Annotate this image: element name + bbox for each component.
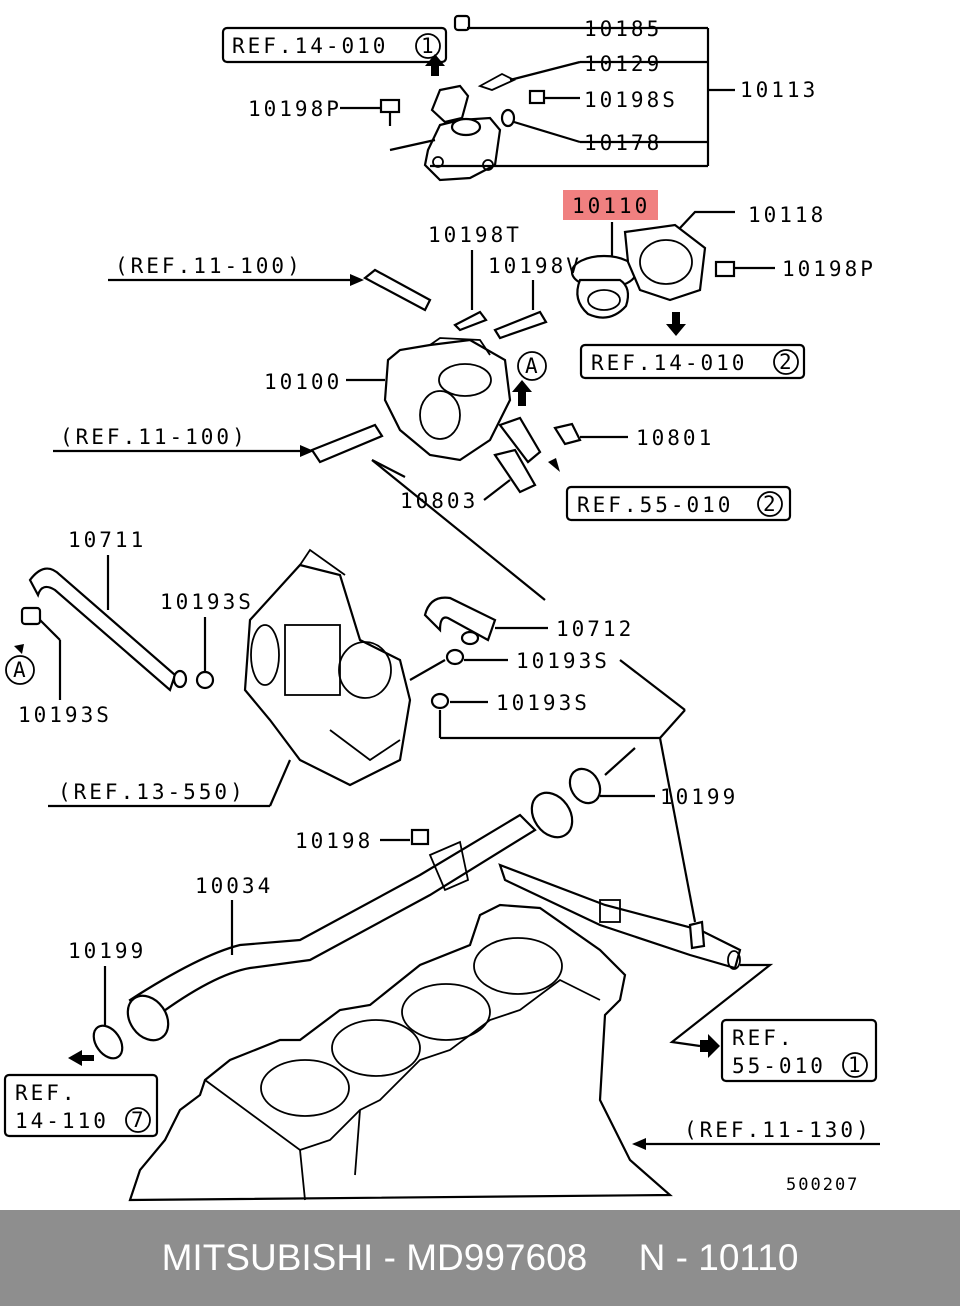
parts-diagram: REF.14-010 1 10185 10129 10198S 10178 10… [3,14,880,1202]
footer-bar: MITSUBISHI - MD997608 N - 10110 [0,1210,960,1306]
part-label-10193s-d: 10193S [496,691,590,715]
diagram-code: 500207 [786,1175,859,1195]
ref-11-100-a: (REF.11-100) [115,254,303,278]
arrow-down-icon [666,312,686,336]
part-label-10113: 10113 [740,78,818,102]
ref-box-55-010-2: REF.55-010 2 [565,485,792,522]
arrow-right-icon [300,445,314,457]
ref-11-100-b: (REF.11-100) [60,425,248,449]
ref-circle-num: 2 [763,492,779,516]
water-outlet-fitting-part [383,337,542,464]
arrow-down-right-icon [548,458,560,472]
part-label-10198: 10198 [295,829,373,853]
part-label-10110: 10110 [572,194,650,218]
water-pipe-part [126,791,742,1042]
ref-13-550: (REF.13-550) [58,780,246,804]
part-label-10198v: 10198V [488,254,582,278]
part-label-10129: 10129 [584,52,662,76]
footer-part-number: MD997608 [406,1237,588,1278]
ref-box-14-010-1: REF.14-010 1 [221,26,448,64]
part-label-10198s: 10198S [584,88,678,112]
ref-box-14-110-7: REF. 14-110 7 [3,1073,159,1138]
part-label-10199-b: 10199 [68,939,146,963]
ref-label: REF.14-010 [232,34,388,58]
arrow-right-icon [350,274,364,286]
thermostat-housing-part [423,14,502,182]
arrow-left-icon [632,1138,646,1150]
part-label-10198p-left: 10198P [248,97,342,121]
footer-ref: N - 10110 [638,1237,799,1278]
ref-line1: REF. [15,1081,78,1105]
throttle-body-part [243,548,412,787]
part-label-10193s-c: 10193S [516,649,610,673]
ref-box-14-010-2: REF.14-010 2 [579,343,806,380]
arrow-right-icon [700,1034,720,1058]
arrow-left-icon [68,1050,94,1066]
ref-circle-num: 1 [421,34,437,58]
ref-line1: REF. [732,1026,795,1050]
part-label-10198p-right: 10198P [782,257,876,281]
part-label-10801: 10801 [636,426,714,450]
part-label-10198t: 10198T [428,223,522,247]
part-label-10712: 10712 [556,617,634,641]
part-label-10178: 10178 [584,131,662,155]
cylinder-head-part [128,903,673,1202]
part-label-10193s-a: 10193S [18,703,112,727]
ref-label: REF.14-010 [591,351,747,375]
part-label-10711: 10711 [68,528,146,552]
part-label-10193s-b: 10193S [160,590,254,614]
highlight-10110 [563,190,658,220]
ref-circle-num: 7 [131,1108,147,1132]
part-label-10199-a: 10199 [660,785,738,809]
footer-brand: MITSUBISHI [161,1237,374,1278]
marker-a-left: A [13,658,29,682]
arrow-up-icon [425,54,445,76]
footer-gap [587,1237,638,1279]
gasket-case-part [623,223,707,302]
ref-line2: 55-010 [732,1054,826,1078]
thermostat-part [570,254,638,319]
part-label-10034: 10034 [195,874,273,898]
ref-circle-num: 1 [848,1053,864,1077]
footer-separator: - [373,1237,407,1278]
ref-line2: 14-110 [15,1109,109,1133]
arrow-down-left-icon [14,644,24,654]
ref-label: REF.55-010 [577,493,733,517]
ref-circle-num: 2 [779,350,795,374]
arrow-up-icon [512,380,532,406]
ref-box-55-010-1: REF. 55-010 1 [720,1018,878,1083]
ref-11-130: (REF.11-130) [684,1118,872,1142]
part-label-10100: 10100 [264,370,342,394]
part-label-10118: 10118 [748,203,826,227]
marker-a-top: A [525,354,541,378]
part-label-10185: 10185 [584,17,662,41]
